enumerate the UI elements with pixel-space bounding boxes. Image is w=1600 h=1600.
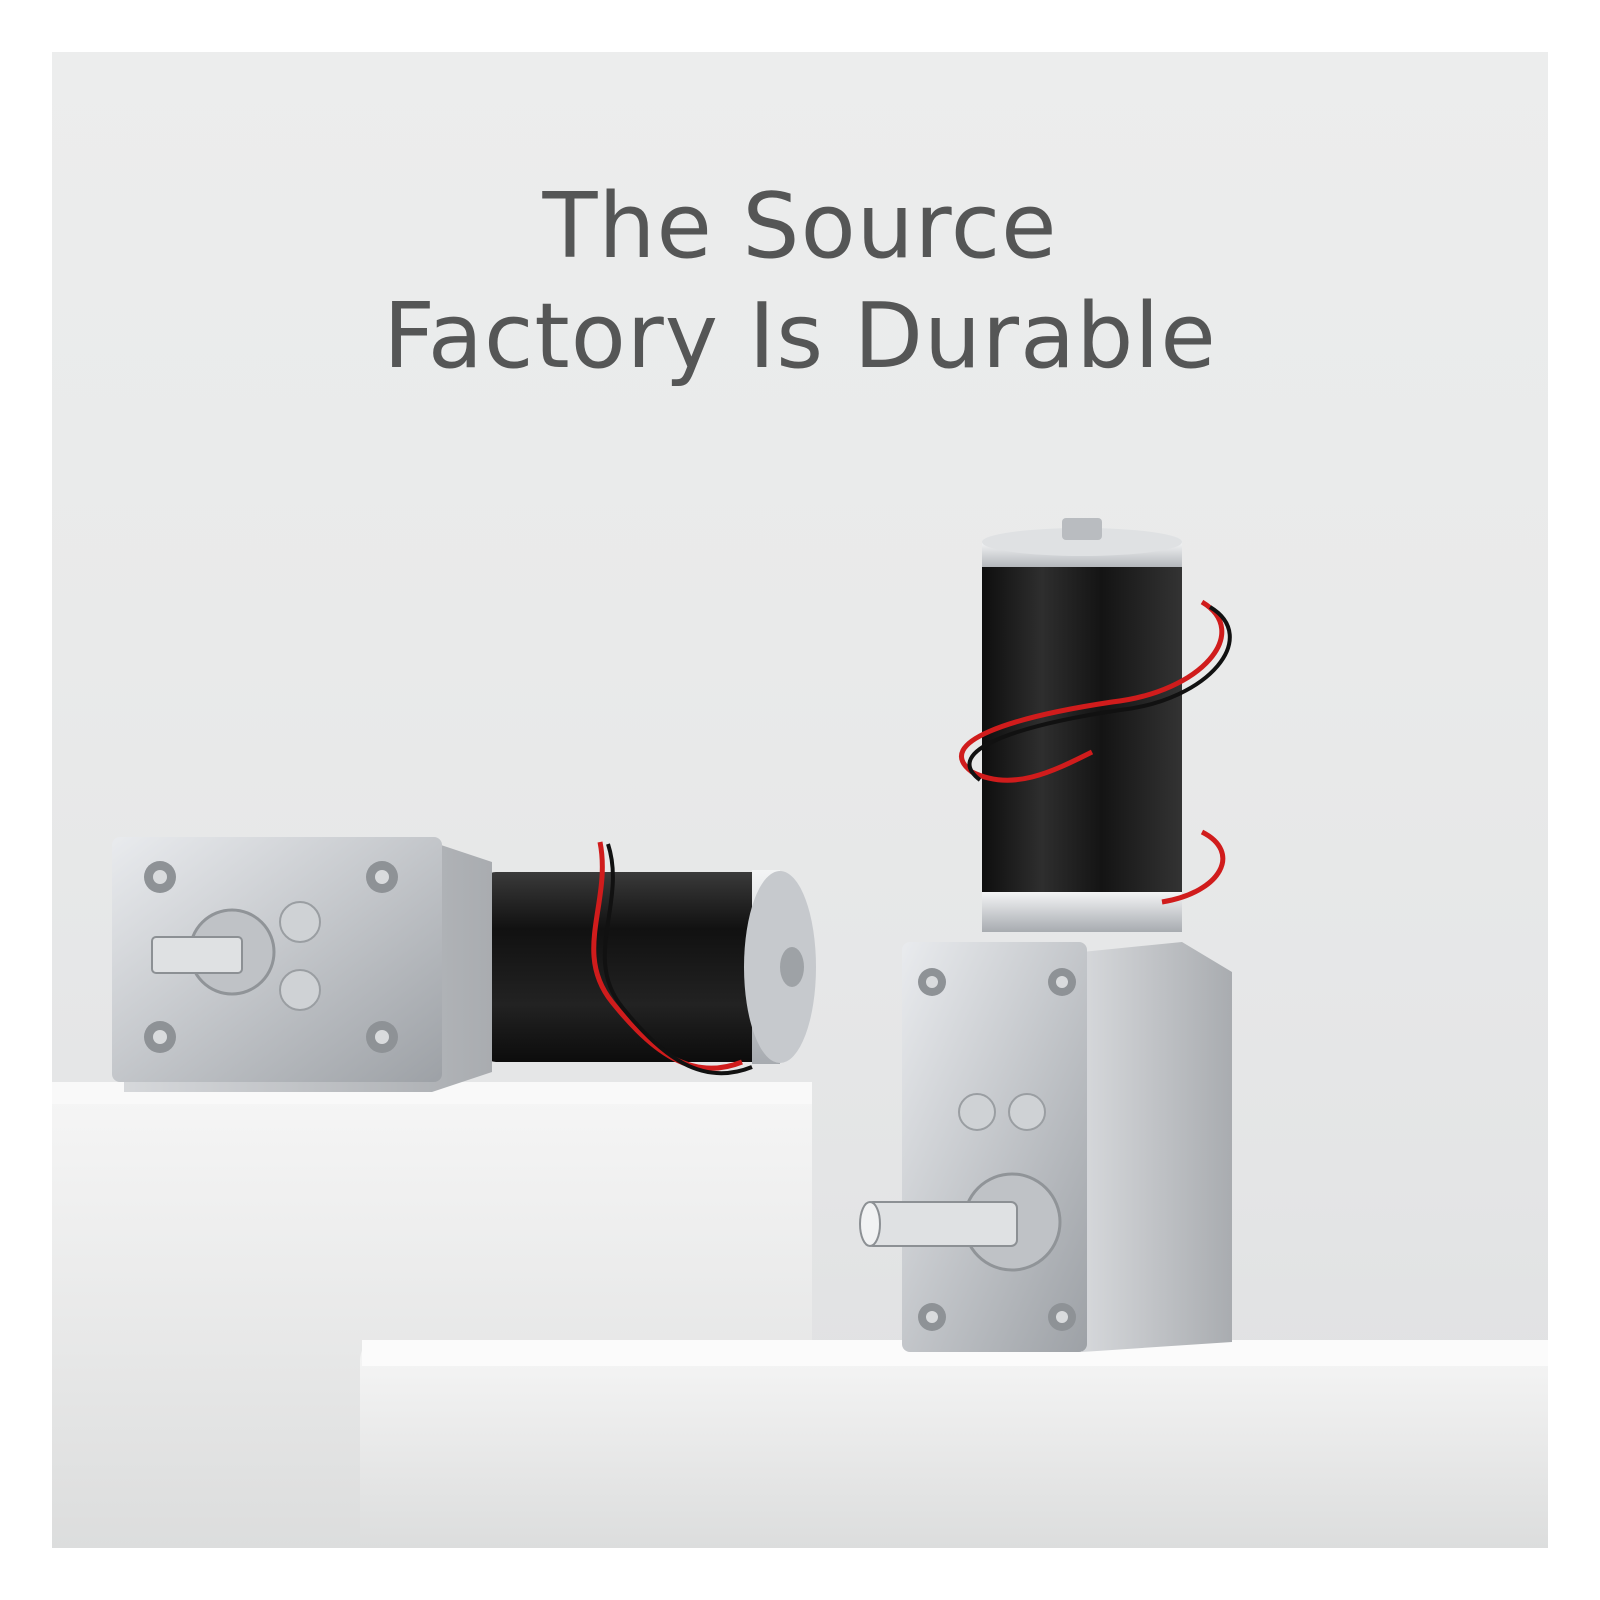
product-photo: The Source Factory Is Durable bbox=[52, 52, 1548, 1548]
headline-line-1: The Source bbox=[542, 174, 1058, 279]
red-wire-vertical bbox=[959, 599, 1225, 783]
output-shaft bbox=[151, 936, 243, 974]
red-wire bbox=[591, 841, 743, 1071]
output-shaft-vertical bbox=[866, 1201, 1018, 1247]
motor-can bbox=[482, 872, 772, 1062]
product-scene bbox=[52, 518, 1548, 1548]
headline-line-2: Factory Is Durable bbox=[383, 284, 1217, 389]
vertical-gear-motor bbox=[859, 518, 1232, 1352]
horizontal-gear-motor bbox=[112, 837, 816, 1092]
right-pedestal bbox=[360, 1340, 1548, 1548]
gearbox-housing-vertical bbox=[902, 942, 1087, 1352]
headline: The Source Factory Is Durable bbox=[52, 172, 1548, 392]
gearbox-housing bbox=[112, 837, 442, 1082]
